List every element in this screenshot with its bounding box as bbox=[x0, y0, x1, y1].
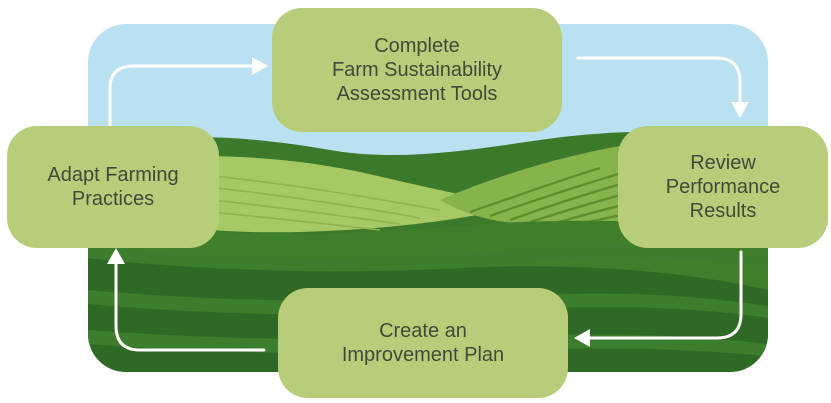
cycle-arrows bbox=[108, 56, 743, 352]
arrow-heads bbox=[107, 57, 749, 347]
node-create-improvement-plan[interactable]: Create an Improvement Plan bbox=[278, 288, 568, 398]
arrow-review-to-plan bbox=[586, 250, 743, 340]
arrow-adapt-to-complete bbox=[108, 64, 256, 128]
arrowhead-up-adapt bbox=[107, 248, 125, 264]
node-review-performance-results[interactable]: Review Performance Results bbox=[618, 126, 828, 248]
arrow-plan-to-adapt bbox=[114, 260, 266, 352]
node-label-plan: Create an Improvement Plan bbox=[341, 320, 505, 366]
arrow-complete-to-review bbox=[576, 56, 742, 106]
arrowhead-right-complete bbox=[252, 57, 268, 75]
arrowhead-left-plan bbox=[574, 329, 590, 347]
node-label-review: Review Performance Results bbox=[665, 152, 781, 222]
arrowhead-down-review bbox=[731, 102, 749, 118]
node-adapt-farming-practices[interactable]: Adapt Farming Practices bbox=[7, 126, 219, 248]
node-complete-assessment-tools[interactable]: Complete Farm Sustainability Assessment … bbox=[272, 8, 562, 132]
node-label-adapt: Adapt Farming Practices bbox=[47, 164, 179, 210]
node-label-complete: Complete Farm Sustainability Assessment … bbox=[331, 35, 503, 105]
